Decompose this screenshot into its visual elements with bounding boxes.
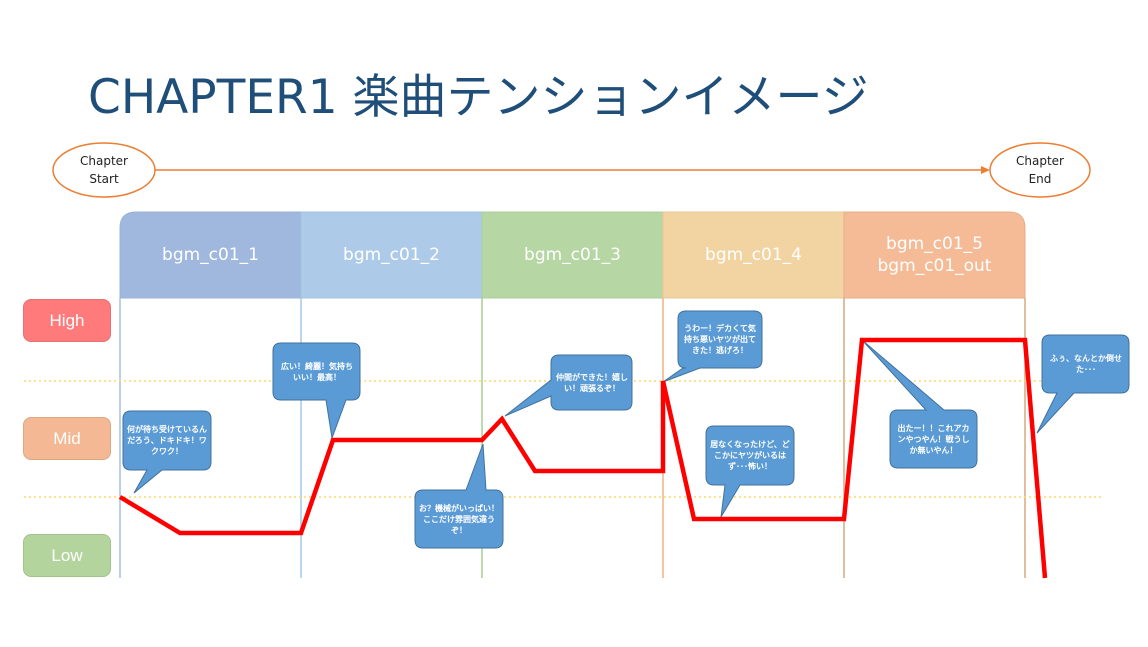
section-label-4: bgm_c01_4 [705,245,802,265]
speech-bubble-4 [504,354,633,417]
speech-bubble-7 [861,339,978,469]
tension-line [118,337,1048,579]
section-label-1: bgm_c01_1 [162,245,259,265]
bubble-text-8: ふぅ、なんとか倒せた･･･ [1050,354,1122,374]
chapter-end-ellipse [989,142,1091,198]
section-label-2: bgm_c01_2 [343,245,440,265]
speech-bubble-3 [414,443,504,549]
bubble-text-6: 居なくなったけど、どこかにヤツがいるはず･･･怖い！ [710,440,790,471]
bubble-text-5: うわー！デカくて気持ち悪いヤツが出てきた！逃げろ！ [684,324,756,355]
section-header-3 [481,211,664,299]
level-high: High [23,299,111,342]
section-header-4 [662,211,845,299]
bubble-text-3: お？機械がいっぱい！ここだけ雰囲気違うぞ！ [419,503,499,535]
section-header-1 [119,211,302,299]
chapter-end-label: Chapter End [1016,154,1064,186]
bubble-text-4: 仲間ができた！嬉しい！頑張るぞ！ [556,372,628,393]
page-title: CHAPTER1 楽曲テンションイメージ [88,70,869,125]
section-label-3: bgm_c01_3 [524,245,621,265]
bubble-text-1: 何が待ち受けているんだろう、ドキドキ！ワクワク！ [127,425,207,456]
speech-bubble-8 [1036,334,1130,434]
chapter-start-ellipse [52,142,156,198]
speech-bubble-1 [122,410,212,494]
chapter-start-label: Chapter Start [80,154,128,186]
bubble-text-2: 広い！綺麗！気持ちいい！最高！ [281,361,353,382]
section-label-5: bgm_c01_5 bgm_c01_out [877,234,992,276]
speech-bubble-2 [272,342,361,440]
speech-bubble-5 [662,310,763,383]
bubble-text-7: 出たー！！これアカンやつやん！戦うしか無いやん！ [897,423,970,455]
level-low: Low [23,534,111,577]
timeline-arrow-head [981,166,990,174]
level-mid: Mid [23,417,111,460]
section-header-5 [843,211,1026,299]
section-header-2 [300,211,483,299]
speech-bubble-6 [705,425,795,518]
